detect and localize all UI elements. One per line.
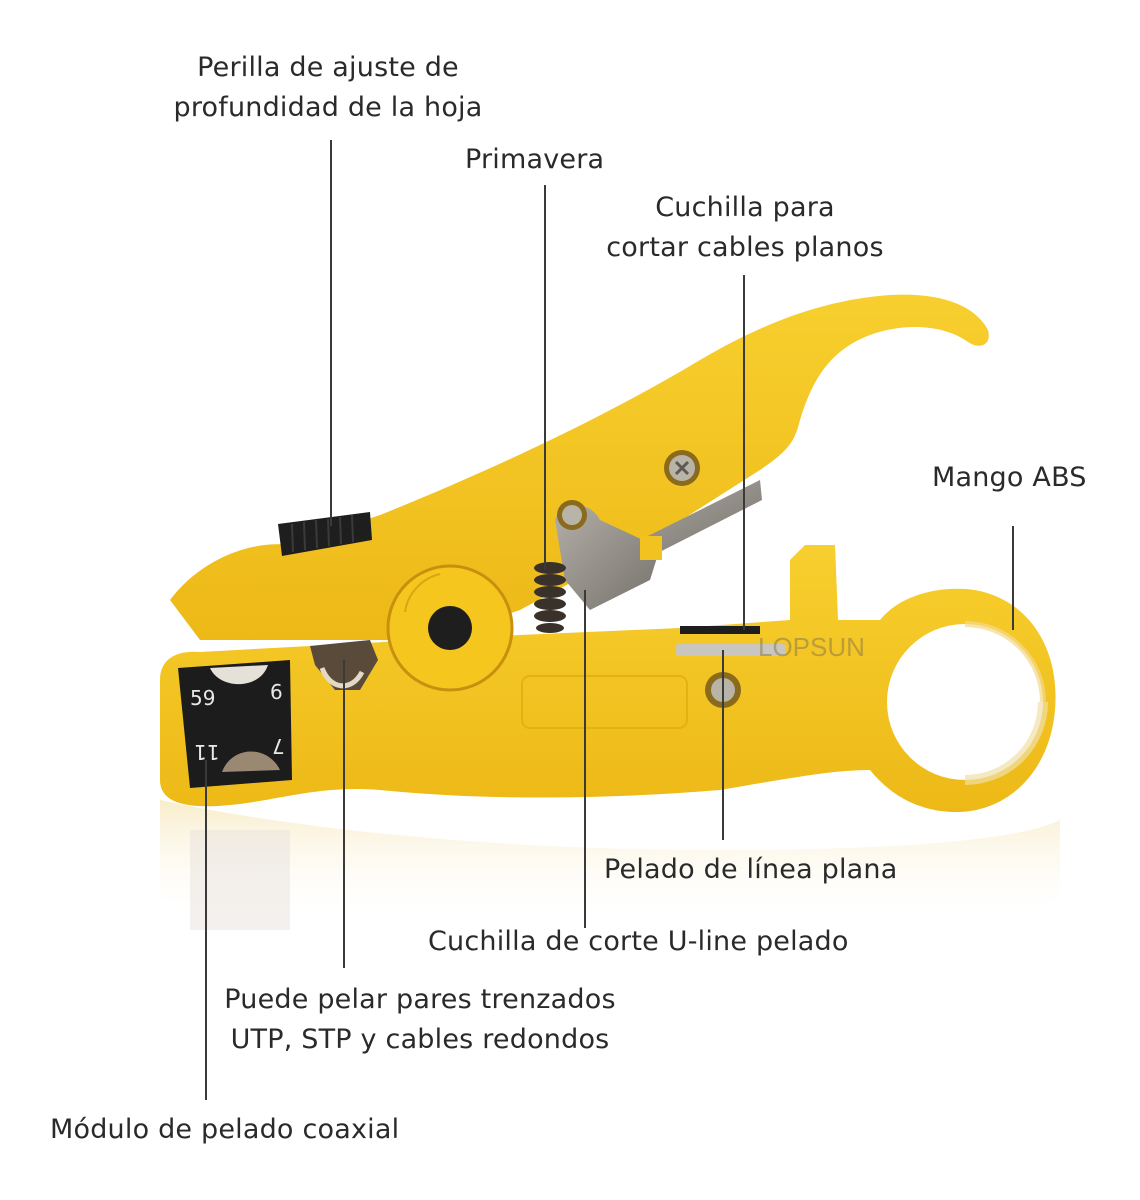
leader-flat-line-stripping — [722, 650, 724, 840]
module-number-59: 59 — [190, 686, 216, 710]
leader-flat-cable-blade — [743, 275, 745, 630]
leader-u-line-blade — [584, 590, 586, 928]
lower-body: LOPSUN — [160, 545, 1056, 813]
label-abs-handle-line1: Mango ABS — [932, 462, 1087, 493]
label-coax-module-line1: Módulo de pelado coaxial — [50, 1114, 400, 1145]
module-number-6: 6 — [270, 680, 283, 704]
label-spring-line1: Primavera — [465, 144, 605, 175]
u-line-blade — [555, 500, 662, 610]
label-flat-cable-blade: Cuchilla para cortar cables planos — [590, 188, 900, 268]
pivot-disc — [386, 564, 514, 692]
leader-abs-handle — [1012, 526, 1014, 630]
depth-adjust-knob — [278, 512, 372, 556]
label-spring: Primavera — [465, 140, 604, 180]
abs-handle-ring-hole — [887, 624, 1043, 780]
label-depth-knob: Perilla de ajuste de profundidad de la h… — [148, 48, 508, 128]
brand-watermark: LOPSUN — [758, 632, 865, 662]
leader-spring — [544, 185, 546, 570]
label-abs-handle: Mango ABS — [932, 458, 1087, 498]
label-coax-module: Módulo de pelado coaxial — [50, 1110, 399, 1150]
label-u-line-blade: Cuchilla de corte U-line pelado — [428, 922, 849, 962]
upper-arm — [170, 294, 989, 640]
label-flat-line-stripping: Pelado de línea plana — [604, 850, 897, 890]
label-twisted-pairs-line1: Puede pelar pares trenzados — [224, 984, 616, 1015]
flat-line-stripping-slot — [676, 626, 786, 656]
leader-coax-module — [205, 760, 207, 1100]
leader-depth-knob — [330, 140, 332, 526]
module-number-7: 7 — [272, 734, 285, 758]
label-flat-cable-blade-line1: Cuchilla para — [655, 192, 835, 223]
label-flat-cable-blade-line2: cortar cables planos — [606, 232, 884, 263]
leader-twisted-pairs — [343, 660, 345, 968]
coax-stripping-module — [178, 660, 292, 788]
upper-arm-screw — [664, 450, 700, 486]
label-twisted-pairs-line2: UTP, STP y cables redondos — [230, 1024, 610, 1055]
label-depth-knob-line2: profundidad de la hoja — [173, 92, 483, 123]
label-twisted-pairs: Puede pelar pares trenzados UTP, STP y c… — [210, 980, 630, 1060]
label-depth-knob-line1: Perilla de ajuste de — [197, 52, 459, 83]
label-u-line-blade-line1: Cuchilla de corte U-line pelado — [428, 926, 849, 957]
label-flat-line-stripping-line1: Pelado de línea plana — [604, 854, 898, 885]
spring — [534, 562, 566, 633]
